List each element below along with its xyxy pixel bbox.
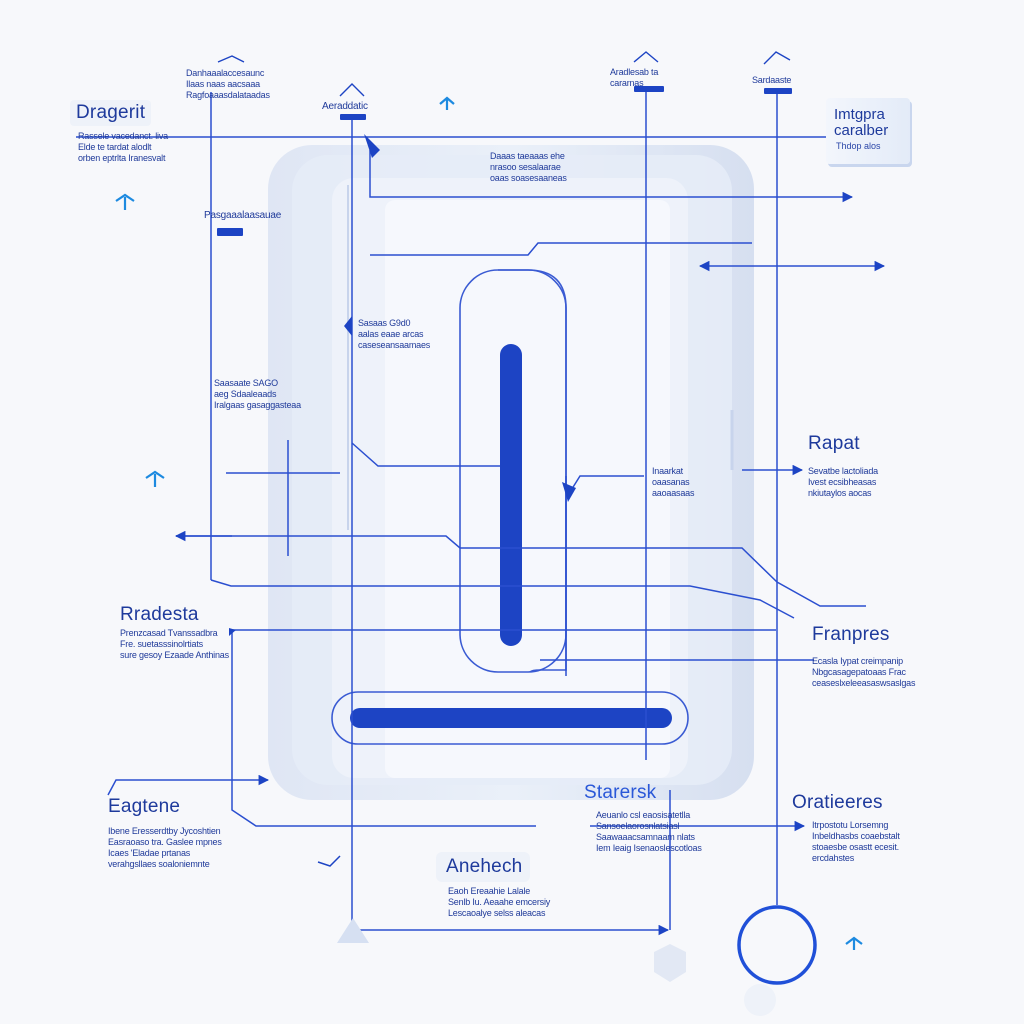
text-line: cararnas (610, 78, 644, 88)
text-line: aalas eaae arcas (358, 329, 424, 339)
text-line: Aeuanlo csl eaosisatetlla (596, 810, 691, 820)
triangle-base-icon (337, 918, 369, 943)
text-line: nkiutaylos aocas (808, 488, 872, 498)
label-franpres-text: Ecasla Iypat creimpanip Nbgcasagepatoaas… (812, 656, 915, 689)
text-line: orben eptrlta Iranesvalt (78, 153, 166, 163)
check-mark-icon (317, 855, 341, 867)
badge-title: Imtgpra caralber (834, 107, 888, 139)
badge-title-line-1: Imtgpra (834, 106, 885, 123)
horizontal-slider-track (331, 691, 689, 745)
text-line: stoaesbe osastt ecesit. (812, 842, 899, 852)
text-line: Daaas taeaaas ehe (490, 151, 565, 161)
leader-lines (76, 92, 912, 936)
label-top-left-text: Danhaaalaccesaunc Ilaas naas aacsaaa Rag… (186, 68, 270, 101)
text-line: Sasaas G9d0 (358, 318, 411, 328)
connector-tabs (217, 86, 792, 236)
vertical-slider-slot (459, 269, 567, 673)
text-line: Pasgaaalaasauae (204, 210, 282, 221)
label-mid-one: Sasaas G9d0 aalas eaae arcas caseseansaa… (358, 318, 430, 351)
badge-card (826, 98, 910, 164)
text-line: Eaoh Ereaahie Lalale (448, 886, 531, 896)
text-line: Lescaoalye selss aleacas (448, 908, 546, 918)
caret-marks (217, 51, 791, 97)
device-body (268, 145, 754, 800)
label-starersk-title: Starersk (584, 782, 657, 803)
label-radesta-text: Prenzcasad Tvanssadbra Fre. suetasssinol… (120, 628, 229, 661)
text-line: Ecasla Iypat creimpanip (812, 656, 903, 666)
text-line: Aradlesab ta (610, 67, 659, 77)
badge-subtitle: Thdop alos (836, 141, 881, 151)
circle-port-icon (737, 905, 817, 985)
text-line: oaas soasesaaneas (490, 173, 567, 183)
text-line: Icaes 'Eladae prtanas (108, 848, 191, 858)
label-eagtene-title: Eagtene (108, 796, 181, 817)
text-line: ercdahstes (812, 853, 855, 863)
text-line: Senlb Iu. Aeaahe emcersiy (448, 897, 551, 907)
text-line: Aeraddatic (322, 101, 368, 112)
label-eagtene-text: Ibene Eresserdtby Jycoshtien Easraoaso t… (108, 826, 222, 870)
text-line: Inbeldhasbs coaebstalt (812, 831, 900, 841)
text-line: Sevatbe lactoliada (808, 466, 878, 476)
label-franpres-title: Franpres (812, 624, 890, 645)
text-line: Easraoaso tra. Gaslee mpnes (108, 837, 222, 847)
arrow-up-icon (115, 96, 863, 950)
badge-title-line-2: caralber (834, 122, 889, 139)
label-oratieeres-text: Itrpostotu Lorsemng Inbeldhasbs coaebsta… (812, 820, 900, 864)
label-mid-two: Saasaate SAGO aeg Sdaaleaads Iralgaas ga… (214, 378, 301, 411)
text-line: Fre. suetasssinolrtiats (120, 639, 203, 649)
label-mid-three: Inaarkat oaasanas aaoaasaas (652, 466, 694, 499)
text-line: Ibene Eresserdtby Jycoshtien (108, 826, 221, 836)
label-dragerit-text: Rassele vacedanct. liva Elde te tardat a… (78, 131, 168, 164)
anehech-title-box (436, 852, 530, 882)
text-line: Elde te tardat alodlt (78, 142, 152, 152)
text-line: aeg Sdaaleaads (214, 389, 277, 399)
text-line: verahgsllaes soaloniemnte (108, 859, 210, 869)
text-line: Rassele vacedanct. liva (78, 131, 168, 141)
text-line: Nbgcasagepatoaas Frac (812, 667, 906, 677)
label-oratieeres-title: Oratieeres (792, 792, 883, 813)
triangle-marker-icon (229, 134, 576, 636)
label-dragerit-title: Dragerit (70, 100, 152, 126)
label-anehech-text: Eaoh Ereaahie Lalale Senlb Iu. Aeaahe em… (448, 886, 550, 919)
text-line: Inaarkat (652, 466, 683, 476)
text-line: ceaseslxeleeasaswsaslgas (812, 678, 916, 688)
label-rapat-title: Rapat (808, 433, 860, 454)
label-aradstale: Aradlesab ta cararnas (610, 67, 658, 89)
label-pasgaaal: Pasgaaalaasauae (204, 210, 281, 221)
text-line: Ragfoaaasdalataadas (186, 90, 270, 100)
text-line: nrasoo sesalaarae (490, 162, 561, 172)
text-line: caseseansaamaes (358, 340, 431, 350)
label-rapat-text: Sevatbe lactoliada Ivest ecsibheasas nki… (808, 466, 878, 499)
circle-faint-icon (744, 984, 776, 1016)
text-line: Iem Ieaig Isenaoslescotloas (596, 843, 702, 853)
text-line: Ivest ecsibheasas (808, 477, 877, 487)
text-line: aaoaasaas (652, 488, 695, 498)
label-sarabaete: Sardaaste (752, 75, 791, 86)
text-line: Saasaate SAGO (214, 378, 278, 388)
text-line: Iralgaas gasaggasteaa (214, 400, 301, 410)
text-line: Saawaaacsamnaam nlats (596, 832, 695, 842)
hexagon-node-icon (654, 944, 686, 982)
label-mid-top-text: Daaas taeaaas ehe nrasoo sesalaarae oaas… (490, 151, 567, 184)
label-radesta-title: Rradesta (120, 604, 199, 625)
text-line: oaasanas (652, 477, 690, 487)
text-line: Itrpostotu Lorsemng (812, 820, 889, 830)
label-anehech-title: Anehech (446, 856, 523, 877)
text-line: Sansoelaorosnlatsiasl (596, 821, 680, 831)
text-line: sure gesoy Ezaade Anthinas (120, 650, 229, 660)
label-starersk-text: Aeuanlo csl eaosisatetlla Sansoelaorosnl… (596, 810, 702, 854)
text-line: Danhaaalaccesaunc (186, 68, 265, 78)
label-arabiatic: Aeraddatic (322, 101, 368, 112)
text-line: Prenzcasad Tvanssadbra (120, 628, 218, 638)
text-line: Ilaas naas aacsaaa (186, 79, 260, 89)
text-line: Sardaaste (752, 75, 792, 85)
